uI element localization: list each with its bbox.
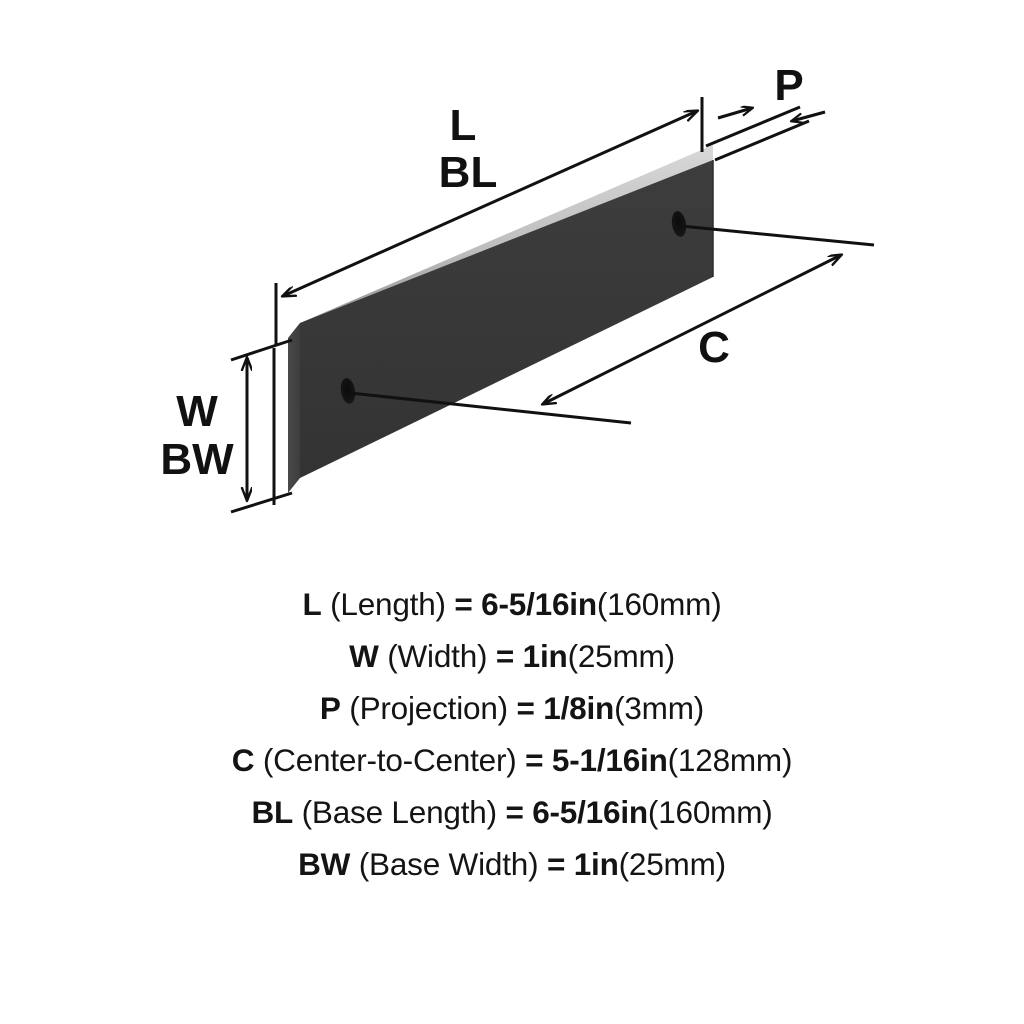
center-to-center-dimension: C xyxy=(349,224,875,425)
spec-name: (Length) xyxy=(330,586,446,622)
specification-list: L (Length) = 6-5/16in(160mm) W (Width) =… xyxy=(0,578,1024,890)
spec-imperial-value: 5-1/16in xyxy=(551,742,668,778)
projection-guide-line-lower xyxy=(714,119,810,162)
projection-label: P xyxy=(774,61,803,110)
width-label: W xyxy=(176,387,218,436)
spec-metric-value: (160mm) xyxy=(647,794,773,830)
spec-equals: = xyxy=(516,690,535,726)
center-to-center-label: C xyxy=(698,323,730,372)
screw-hole-left-bore xyxy=(340,378,356,404)
spec-symbol: BW xyxy=(298,846,351,882)
ctc-dimension-arrow xyxy=(543,255,841,404)
spec-equals: = xyxy=(495,638,515,674)
spec-imperial-value: 1in xyxy=(573,846,619,882)
spec-metric-value: (128mm) xyxy=(667,742,793,778)
spec-symbol: P xyxy=(319,690,341,726)
spec-imperial-value: 6-5/16in xyxy=(481,586,597,622)
spec-equals: = xyxy=(454,586,473,622)
width-dimension: W BW xyxy=(160,338,293,514)
spec-name: (Center-to-Center) xyxy=(262,742,517,778)
screw-hole-left xyxy=(340,378,356,404)
width-extension-line-top xyxy=(230,338,293,362)
projection-guide-line-upper xyxy=(705,105,801,148)
projection-arrow-right xyxy=(792,110,826,121)
spec-metric-value: (25mm) xyxy=(618,846,726,882)
diagram-svg: L BL W BW xyxy=(160,61,875,514)
spec-line-projection: P (Projection) = 1/8in(3mm) xyxy=(0,682,1024,734)
spec-name: (Projection) xyxy=(349,690,508,726)
spec-symbol: C xyxy=(231,742,255,778)
spec-line-base-length: BL (Base Length) = 6-5/16in(160mm) xyxy=(0,786,1024,838)
spec-symbol: L xyxy=(302,586,322,622)
length-label: L xyxy=(450,101,477,150)
spec-metric-value: (3mm) xyxy=(614,690,705,726)
spec-line-center-to-center: C (Center-to-Center) = 5-1/16in(128mm) xyxy=(0,734,1024,786)
spec-imperial-value: 6-5/16in xyxy=(532,794,648,830)
spec-line-base-width: BW (Base Width) = 1in(25mm) xyxy=(0,838,1024,890)
spec-line-length: L (Length) = 6-5/16in(160mm) xyxy=(0,578,1024,630)
spec-equals: = xyxy=(525,742,544,778)
spec-name: (Width) xyxy=(387,638,488,674)
spec-imperial-value: 1/8in xyxy=(543,690,615,726)
length-dimension: L BL xyxy=(274,97,704,345)
bar-front-face xyxy=(300,160,713,478)
spec-name: (Base Length) xyxy=(301,794,497,830)
spec-metric-value: (25mm) xyxy=(567,638,675,674)
spec-equals: = xyxy=(546,846,566,882)
spec-symbol: W xyxy=(349,638,379,674)
spec-equals: = xyxy=(505,794,524,830)
base-width-label: BW xyxy=(160,435,234,484)
width-extension-line-bottom xyxy=(230,491,293,514)
spec-name: (Base Width) xyxy=(358,846,539,882)
length-dimension-arrow xyxy=(283,111,697,296)
spec-symbol: BL xyxy=(251,794,294,830)
spec-line-width: W (Width) = 1in(25mm) xyxy=(0,630,1024,682)
projection-arrow-left xyxy=(717,108,752,120)
spec-imperial-value: 1in xyxy=(522,638,568,674)
projection-dimension: P xyxy=(705,61,826,162)
ctc-leader-line-left xyxy=(349,391,632,425)
ctc-leader-line-right xyxy=(680,224,875,247)
spec-metric-value: (160mm) xyxy=(596,586,722,622)
base-length-label: BL xyxy=(439,148,498,197)
product-diagram: L BL W BW xyxy=(160,61,875,514)
bar-left-end-face xyxy=(288,323,300,493)
